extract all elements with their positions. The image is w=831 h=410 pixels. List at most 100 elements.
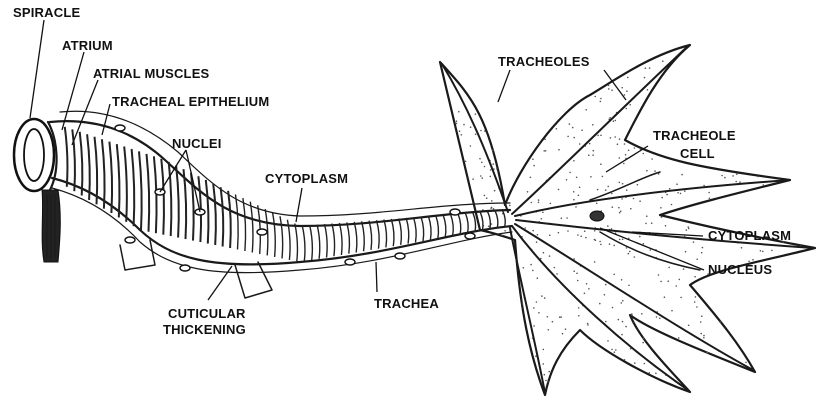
stipple-dot <box>584 230 586 232</box>
stipple-dot <box>685 251 687 253</box>
stipple-dot <box>615 120 617 122</box>
cuticular-ring <box>139 151 142 230</box>
stipple-dot <box>651 222 653 224</box>
stipple-dot <box>626 90 628 92</box>
stipple-dot <box>644 363 646 365</box>
epithelial-nucleus <box>450 209 460 215</box>
stipple-dot <box>628 285 630 287</box>
stipple-dot <box>573 191 575 193</box>
stipple-dot <box>561 217 563 219</box>
stipple-dot <box>622 300 624 302</box>
tracheole-branch <box>510 228 545 393</box>
stipple-dot <box>492 150 494 152</box>
cuticular-ring <box>213 184 216 245</box>
stipple-dot <box>567 136 569 138</box>
stipple-dot <box>572 127 574 129</box>
stipple-dot <box>613 274 615 276</box>
stipple-dot <box>501 235 503 237</box>
stipple-dot <box>679 279 681 281</box>
stipple-dot <box>683 268 685 270</box>
stipple-dot <box>548 371 550 373</box>
stipple-dot <box>481 177 483 179</box>
stipple-dot <box>558 232 560 234</box>
stipple-dot <box>618 207 620 209</box>
stipple-dot <box>550 203 552 205</box>
stipple-dot <box>619 138 621 140</box>
stipple-dot <box>593 150 595 152</box>
stipple-dot <box>739 181 741 183</box>
stipple-dot <box>617 143 619 145</box>
stipple-dot <box>624 359 626 361</box>
stipple-dot <box>668 280 670 282</box>
cuticular-ring <box>488 212 491 230</box>
stipple-dot <box>613 120 615 122</box>
stipple-dot <box>484 166 486 168</box>
stipple-dot <box>589 143 591 145</box>
stipple-dot <box>735 181 737 183</box>
stipple-dot <box>533 325 535 327</box>
stipple-dot <box>524 227 526 229</box>
stipple-dot <box>631 313 633 315</box>
stipple-dot <box>491 207 493 209</box>
stipple-dot <box>614 136 616 138</box>
stipple-dot <box>629 104 631 106</box>
cuticular-ring <box>458 214 461 235</box>
cuticular-ring <box>503 211 506 228</box>
stipple-dot <box>629 251 631 253</box>
stipple-dot <box>619 157 621 159</box>
stipple-dot <box>545 380 547 382</box>
stipple-dot <box>620 210 622 212</box>
stipple-dot <box>624 143 626 145</box>
label-nuclei: NUCLEI <box>172 136 222 151</box>
stipple-dot <box>695 296 697 298</box>
stipple-dot <box>671 204 673 206</box>
stipple-dot <box>541 218 543 220</box>
stipple-dot <box>736 174 738 176</box>
stipple-dot <box>662 60 664 62</box>
stipple-dot <box>577 280 579 282</box>
cuticular-ring <box>339 223 342 255</box>
stipple-dot <box>541 295 543 297</box>
stipple-dot <box>633 198 635 200</box>
stipple-dot <box>618 319 620 321</box>
stipple-dot <box>588 288 590 290</box>
stipple-dot <box>646 215 648 217</box>
stipple-dot <box>573 160 575 162</box>
stipple-dot <box>647 89 649 91</box>
stipple-dot <box>757 176 759 178</box>
stipple-dot <box>544 139 546 141</box>
stipple-dot <box>628 150 630 152</box>
cuticular-ring <box>206 180 209 244</box>
label-tracheoles: TRACHEOLES <box>498 54 590 69</box>
stipple-dot <box>703 335 705 337</box>
stipple-dot <box>688 325 690 327</box>
stipple-dot <box>602 176 604 178</box>
stipple-dot <box>585 109 587 111</box>
stipple-dot <box>771 250 773 252</box>
stipple-dot <box>627 77 629 79</box>
cuticular-ring <box>132 149 135 226</box>
cuticular-ring <box>302 226 305 261</box>
stipple-dot <box>556 273 558 275</box>
stipple-dot <box>658 274 660 276</box>
stipple-dot <box>566 179 568 181</box>
stipple-dot <box>536 241 538 243</box>
stipple-dot <box>644 77 646 79</box>
cuticular-ring <box>80 132 83 196</box>
cuticular-ring <box>391 219 394 246</box>
stipple-dot <box>463 124 465 126</box>
cuticular-ring <box>147 154 150 232</box>
cuticular-ring <box>332 224 335 257</box>
stipple-dot <box>622 239 624 241</box>
stipple-dot <box>719 321 721 323</box>
stipple-dot <box>660 281 662 283</box>
stipple-dot <box>762 251 764 253</box>
stipple-dot <box>579 143 581 145</box>
stipple-dot <box>708 192 710 194</box>
stipple-dot <box>573 199 575 201</box>
stipple-dot <box>594 96 596 98</box>
stipple-dot <box>573 137 575 139</box>
stipple-dot <box>465 161 467 163</box>
stipple-dot <box>641 313 643 315</box>
stipple-dot <box>599 241 601 243</box>
